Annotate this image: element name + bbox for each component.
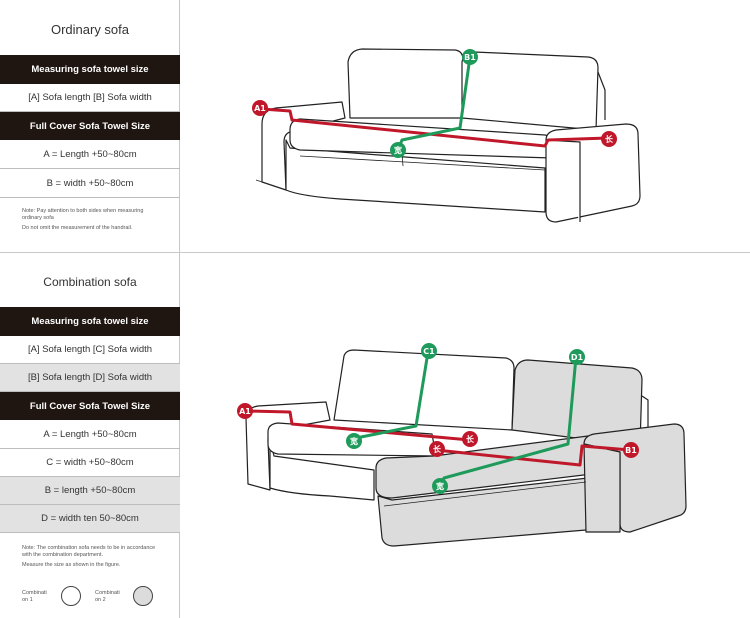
- svg-text:B1: B1: [464, 53, 476, 62]
- ordinary-info-panel: Ordinary sofa Measuring sofa towel size …: [0, 0, 180, 252]
- combo-d-line: D = width ten 50~80cm: [0, 505, 180, 533]
- svg-text:长: 长: [433, 444, 442, 454]
- combo-b-line: B = length +50~80cm: [0, 477, 180, 505]
- legend-circle-2: [133, 586, 153, 606]
- marker-chang: 长: [601, 131, 617, 147]
- svg-text:A1: A1: [239, 407, 251, 416]
- svg-text:C1: C1: [423, 347, 435, 356]
- length-line: A = Length +50~80cm: [0, 140, 180, 169]
- combo-measure-line-2: [B] Sofa length [D] Sofa width: [0, 364, 180, 392]
- combo-full-cover-header: Full Cover Sofa Towel Size: [0, 392, 180, 420]
- combo-marker-c1: C1: [421, 343, 437, 359]
- ordinary-note-2: Do not omit the measurement of the handr…: [22, 225, 133, 231]
- combo-note-1: Note: The combination sofa needs to be i…: [22, 545, 156, 558]
- marker-b1: B1: [462, 49, 478, 65]
- combo-a-line: A = Length +50~80cm: [0, 420, 180, 449]
- full-cover-header: Full Cover Sofa Towel Size: [0, 112, 180, 140]
- combo-marker-kuan-1: 宽: [346, 433, 362, 449]
- ordinary-sofa-illustration: A1 B1 长 宽: [252, 48, 641, 223]
- width-line: B = width +50~80cm: [0, 169, 180, 198]
- combo-marker-d1: D1: [569, 349, 585, 365]
- section-divider: [0, 252, 750, 253]
- svg-text:A1: A1: [254, 104, 266, 113]
- combo-measuring-header: Measuring sofa towel size: [0, 307, 180, 336]
- marker-kuan: 宽: [390, 142, 406, 158]
- combo-marker-kuan-2: 宽: [432, 478, 448, 494]
- svg-text:宽: 宽: [393, 145, 402, 155]
- measure-line: [A] Sofa length [B] Sofa width: [0, 84, 180, 112]
- combo-c-line: C = width +50~80cm: [0, 449, 180, 477]
- combo-measure-line-1: [A] Sofa length [C] Sofa width: [0, 336, 180, 364]
- combo-note-2: Measure the size as shown in the figure.: [22, 562, 121, 568]
- legend-circle-1: [61, 586, 81, 606]
- svg-text:宽: 宽: [349, 436, 358, 446]
- combo-marker-a1: A1: [237, 403, 253, 419]
- combo-marker-chang-2: 长: [462, 431, 478, 447]
- combo-marker-chang-1: 长: [429, 441, 445, 457]
- marker-a1: A1: [252, 100, 268, 116]
- ordinary-note-1: Note: Pay attention to both sides when m…: [22, 208, 144, 221]
- ordinary-sofa-title: Ordinary sofa: [50, 22, 130, 37]
- svg-text:长: 长: [605, 134, 614, 144]
- svg-text:宽: 宽: [435, 481, 444, 491]
- svg-text:B1: B1: [625, 446, 637, 455]
- svg-text:长: 长: [466, 434, 475, 444]
- legend-label-1: Combinati on 1: [22, 590, 47, 603]
- combination-info-panel: Combination sofa Measuring sofa towel si…: [0, 253, 180, 618]
- combo-marker-b1: B1: [623, 442, 639, 458]
- measuring-header: Measuring sofa towel size: [0, 55, 180, 84]
- svg-text:D1: D1: [571, 353, 584, 362]
- legend-label-2: Combinati on 2: [95, 590, 120, 603]
- combination-sofa-title: Combination sofa: [43, 275, 137, 289]
- combination-sofa-illustration: A1 C1 D1 宽 长 长 B1 宽: [237, 343, 687, 547]
